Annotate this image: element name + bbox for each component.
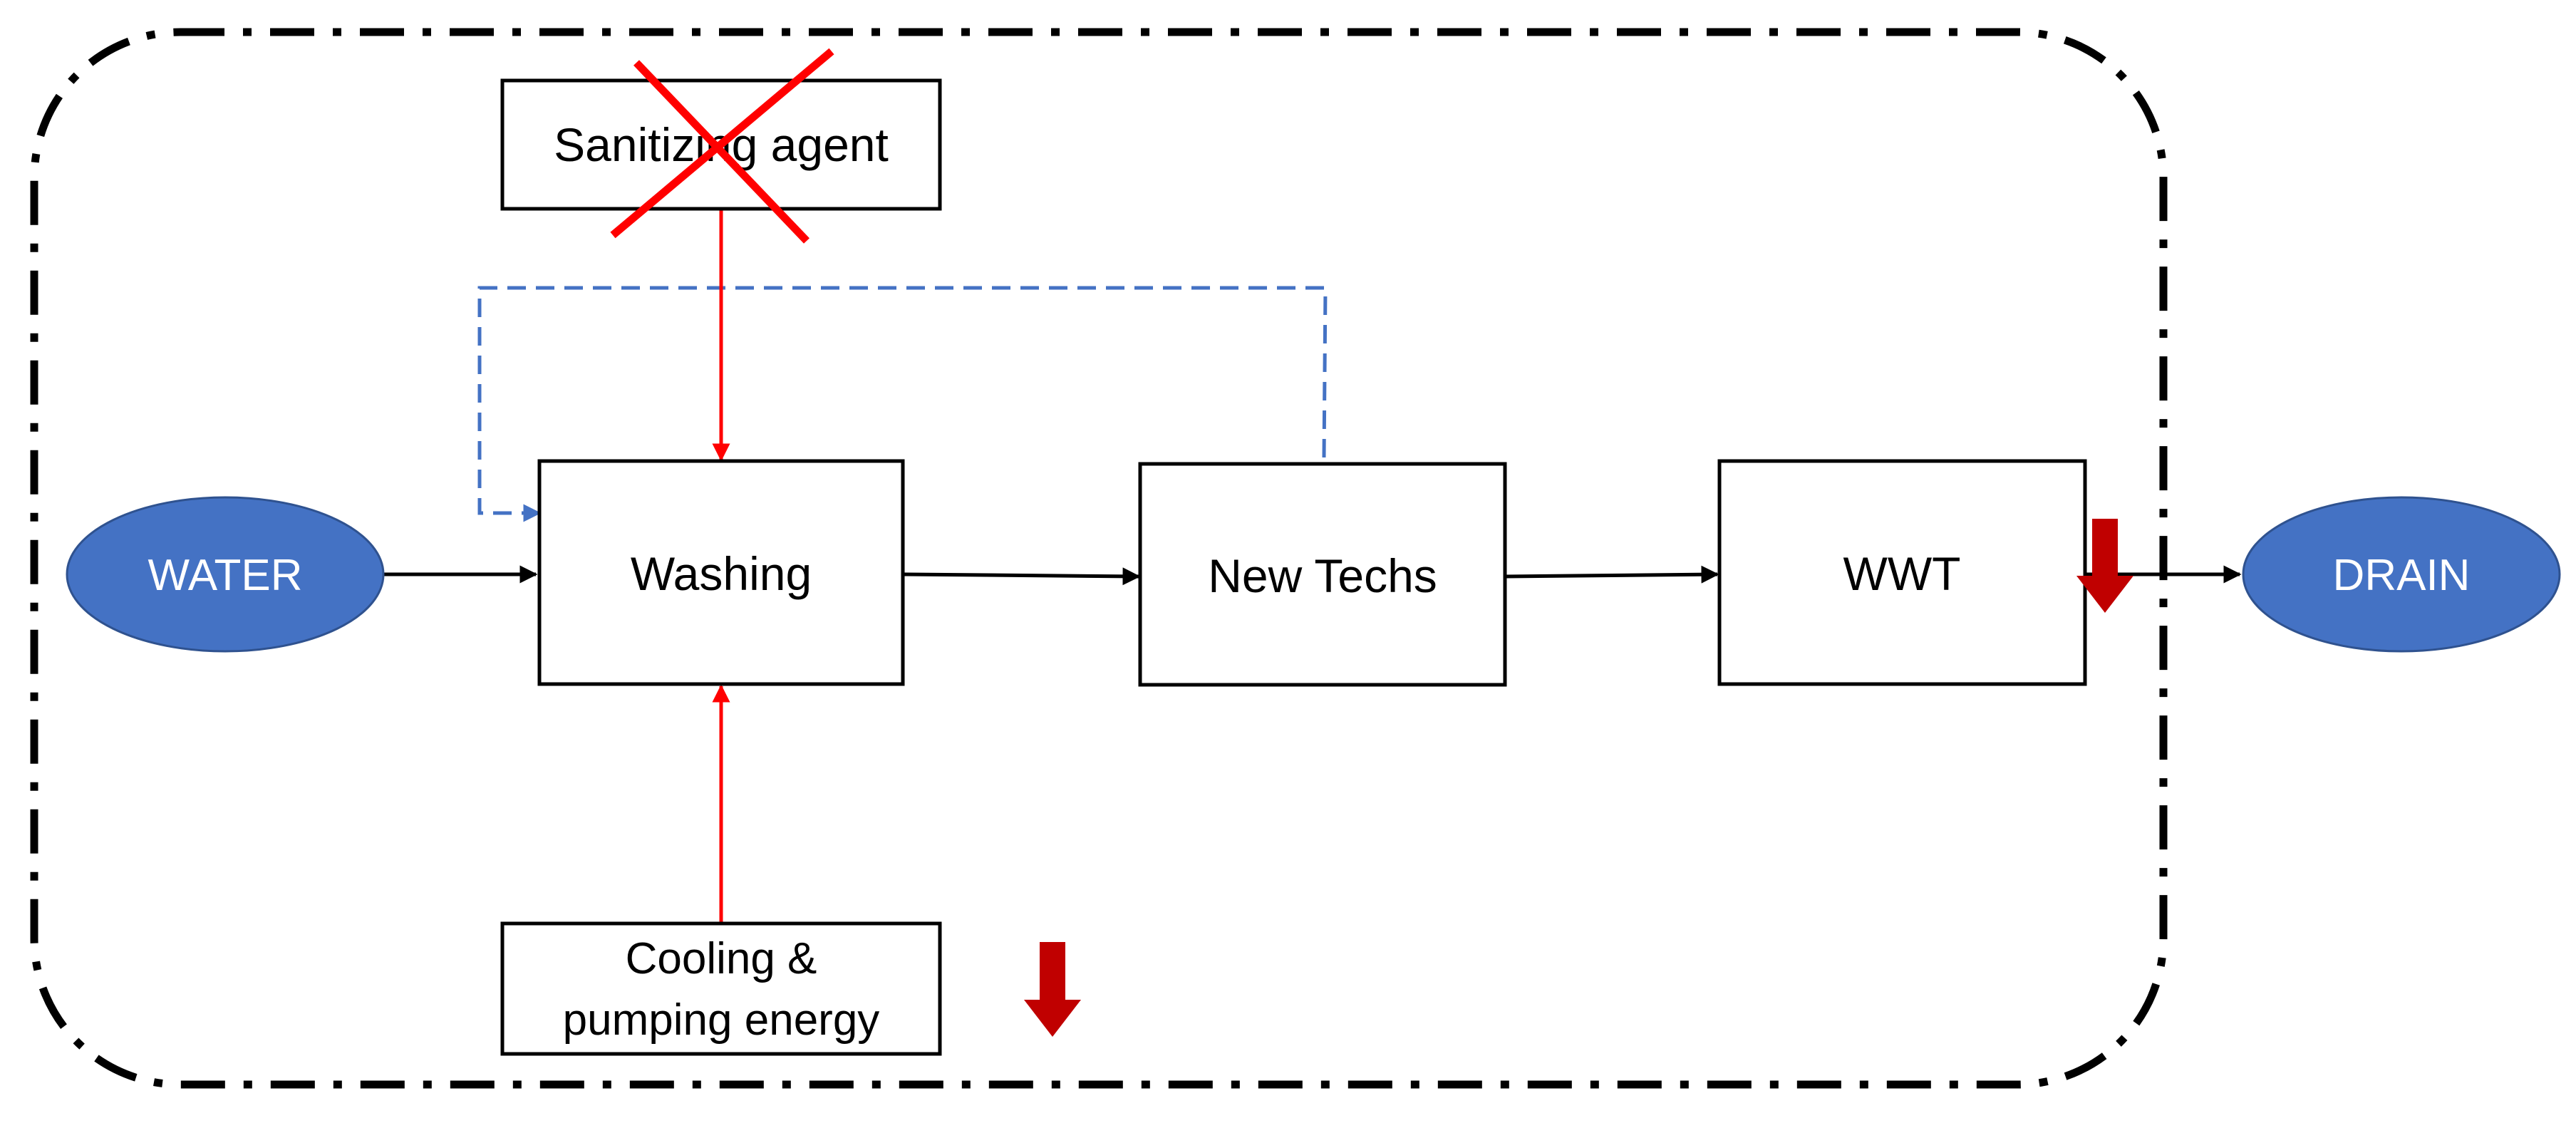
wwt-label: WWT <box>1843 547 1961 600</box>
crossed-out-mark <box>610 48 834 244</box>
washing-to-newtechs-arrow <box>902 567 1141 586</box>
newtechs-to-wwt-arrow <box>1505 565 1719 584</box>
wwt-reduction-arrow-icon <box>2076 519 2133 613</box>
cooling-reduction-arrow-icon <box>1024 942 1081 1037</box>
water-node: WATER <box>66 496 385 653</box>
washing-label: Washing <box>631 547 812 600</box>
washing-node: Washing <box>537 459 905 686</box>
wwt-node: WWT <box>1717 459 2087 686</box>
drain-node: DRAIN <box>2242 496 2561 653</box>
cooling-label-line2: pumping energy <box>563 995 880 1045</box>
water-label: WATER <box>148 551 303 600</box>
new-techs-node: New Techs <box>1138 462 1507 687</box>
system-boundary <box>30 28 2168 1089</box>
cooling-label-line1: Cooling & <box>626 934 817 983</box>
new-techs-label: New Techs <box>1208 549 1437 602</box>
sanitizing-agent-node: Sanitizing agent <box>500 78 942 211</box>
cooling-pumping-energy-node: Cooling & pumping energy <box>500 921 942 1056</box>
recycle-loop-arrow <box>477 286 1328 522</box>
drain-label: DRAIN <box>2333 551 2471 600</box>
